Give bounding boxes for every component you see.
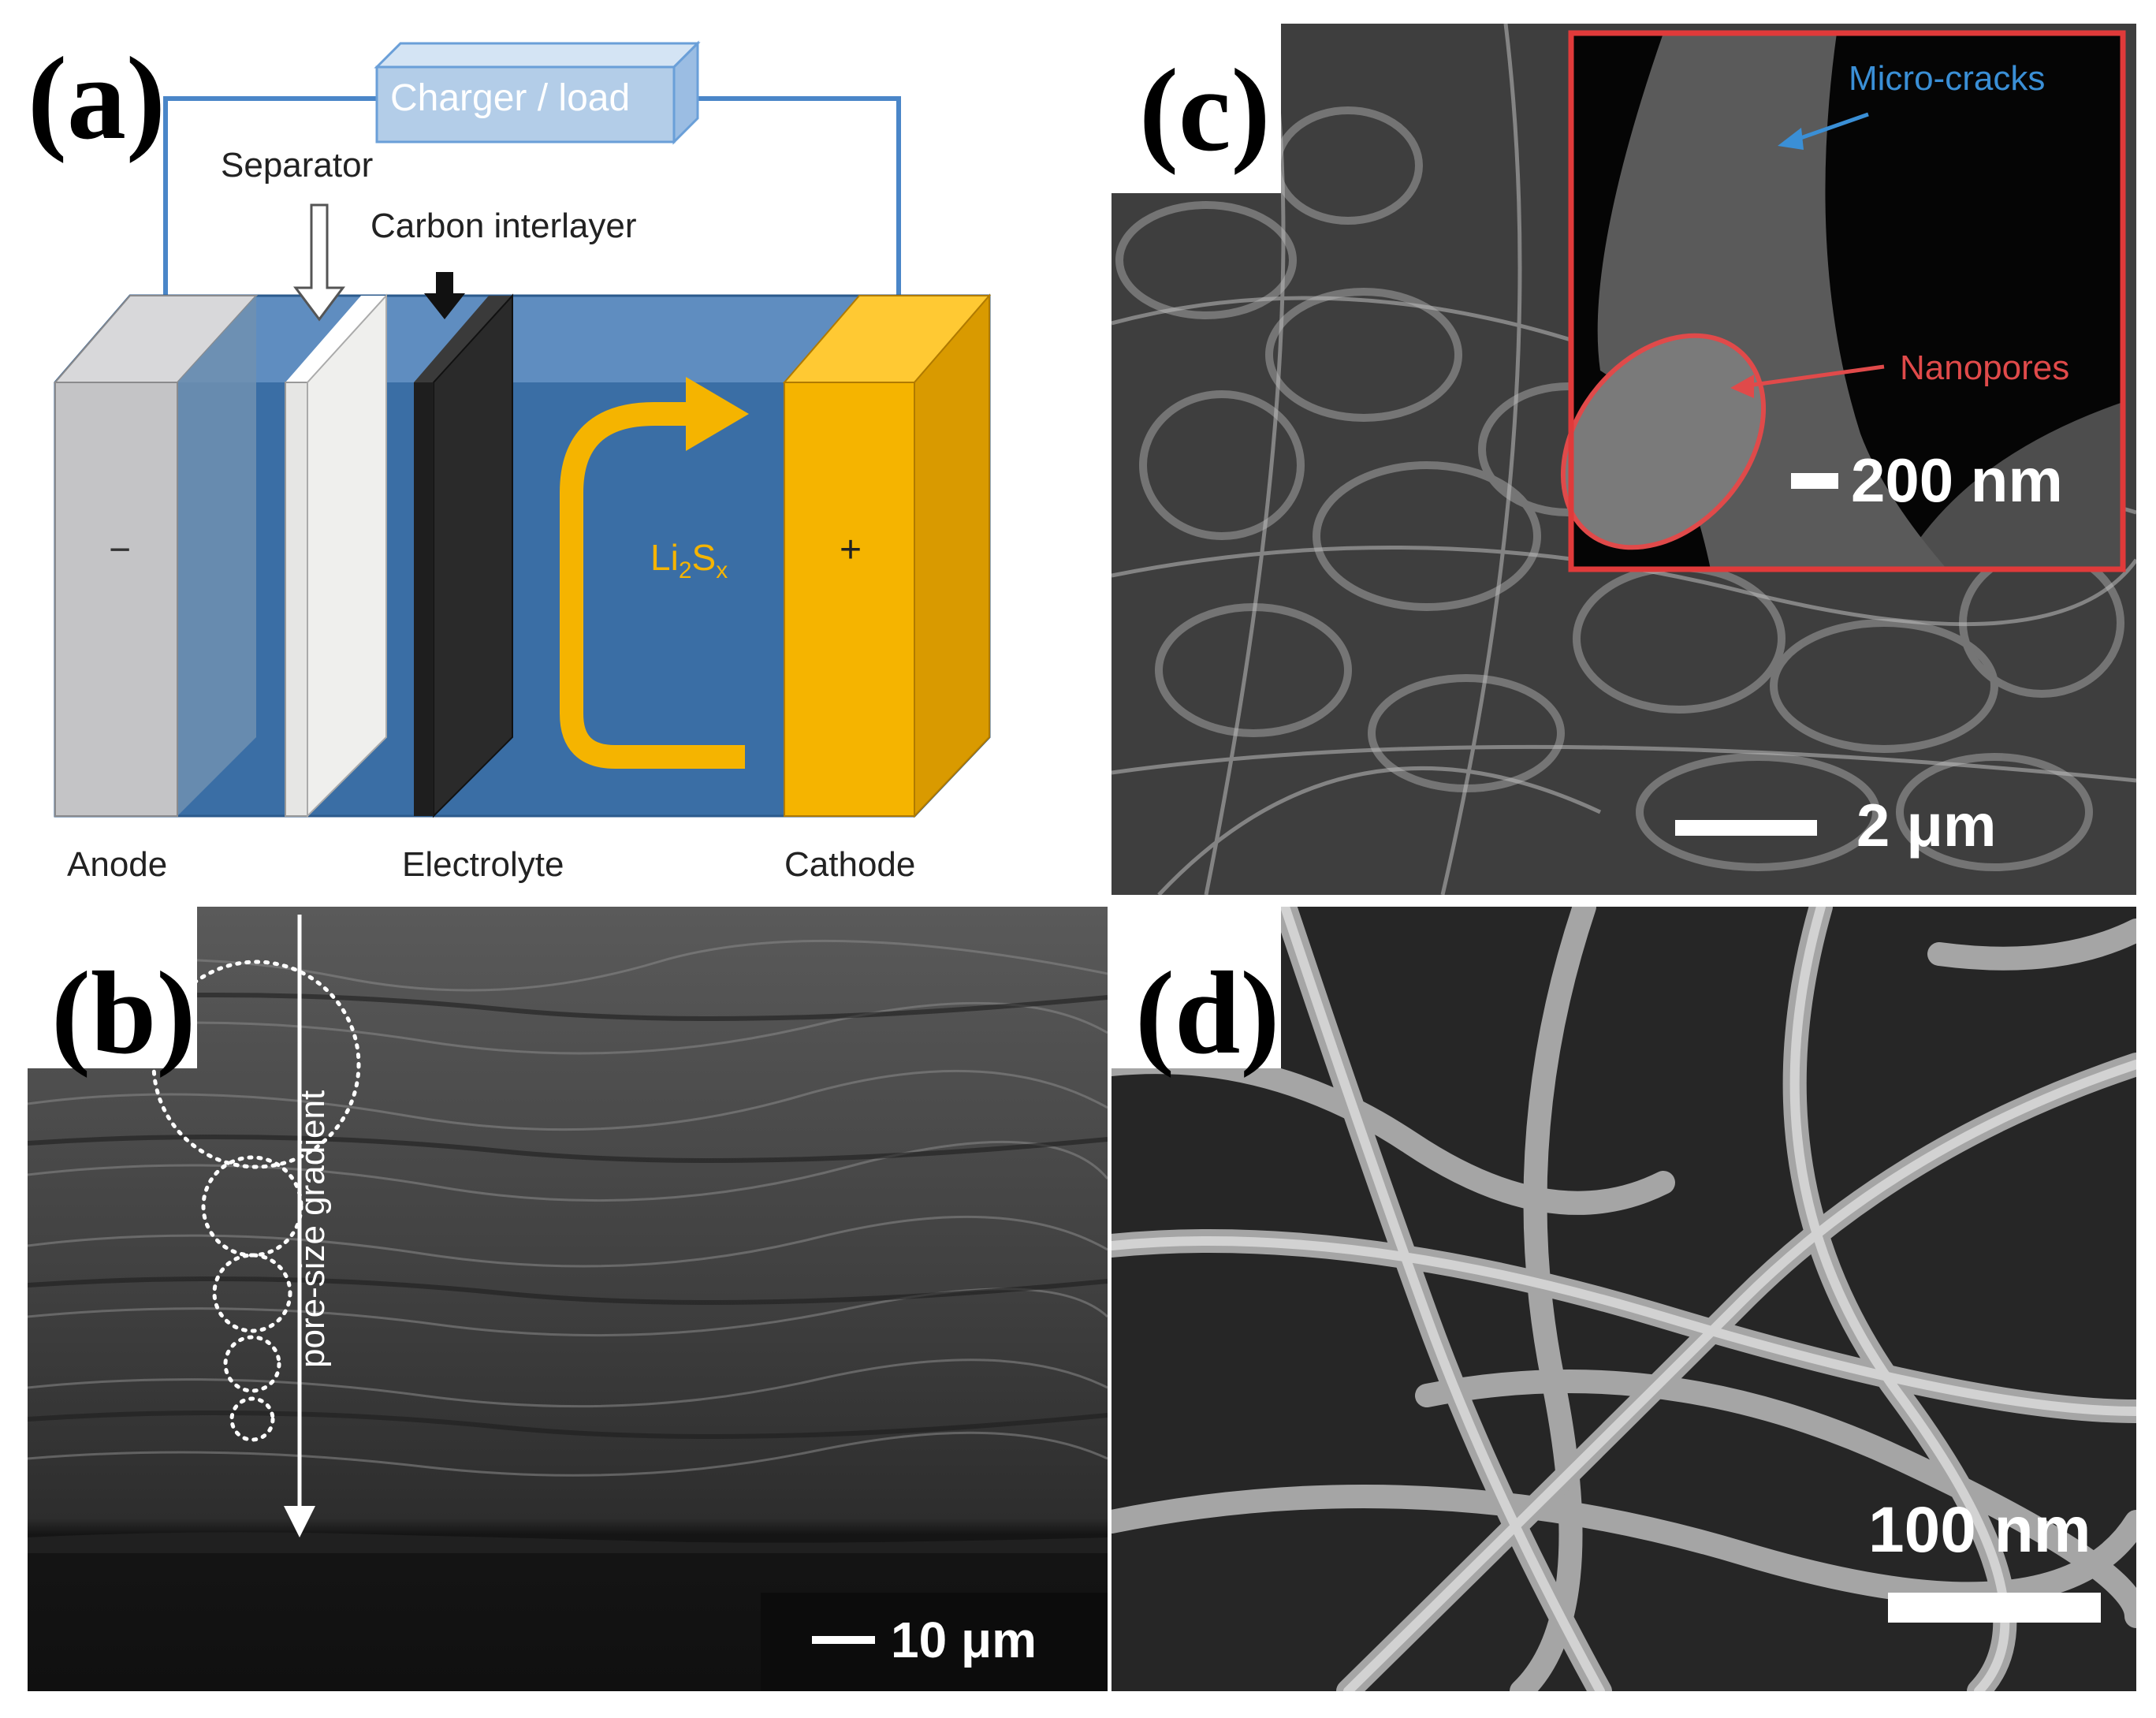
panel-letter-c-bg	[1112, 24, 1281, 193]
charger-box-top	[374, 42, 701, 69]
separator-label: Separator	[221, 146, 374, 184]
species-sub1: 2	[678, 557, 692, 584]
species-label: Li2Sx	[650, 536, 728, 584]
anode-front	[54, 382, 178, 817]
micro-crack-arrow	[1789, 112, 1869, 144]
panel-letter-a: (a)	[28, 33, 166, 164]
separator-arrow	[293, 203, 345, 322]
wire-left	[163, 96, 377, 327]
sem-b-texture	[28, 907, 1108, 1691]
cathode-sign: +	[840, 529, 862, 571]
scalebar-line-d	[1888, 1593, 2101, 1623]
inset-pore-ellipse	[1560, 333, 1767, 550]
interlayer-sheet	[433, 293, 513, 818]
anode-side	[177, 296, 256, 816]
pore-circle-4	[223, 1335, 281, 1393]
panel-letter-d-bg	[1112, 907, 1281, 1068]
interlayer-arrow	[424, 272, 465, 319]
interlayer-top	[414, 296, 512, 382]
inset-scalebar-line	[1791, 473, 1838, 489]
species-sub2: x	[716, 557, 728, 584]
scale-label-d: 100 nm	[1868, 1494, 2091, 1566]
scalebar-line-c	[1675, 820, 1817, 836]
membrane-bottom-edge	[28, 1532, 1108, 1553]
sem-d-texture	[1112, 907, 2136, 1691]
inset-scale-label: 200 nm	[1851, 445, 2063, 515]
inset-border	[1568, 30, 2126, 572]
sem-image-c: Micro-cracks Nanopores 200 nm 2 μm	[1112, 24, 2136, 895]
panel-letter-c: (c)	[1139, 45, 1271, 176]
scale-label-b: 10 μm	[891, 1612, 1037, 1668]
sem-image-d: 100 nm	[1112, 907, 2136, 1691]
charger-box-front	[375, 65, 676, 143]
panel-letter-d: (d)	[1135, 948, 1280, 1079]
sem-image-b: pore-size gradient 10 μm	[28, 907, 1108, 1691]
cathode-front	[784, 382, 915, 817]
nanopore-arrow	[1741, 364, 1885, 389]
scale-label-c: 2 μm	[1856, 792, 1997, 859]
inset-pore-label: Nanopores	[1900, 348, 2070, 387]
panel-a: (a)	[0, 0, 1096, 899]
species-li: Li	[650, 537, 679, 578]
electrolyte-top	[55, 296, 989, 382]
inset-crack-label: Micro-cracks	[1849, 59, 2046, 98]
shuttle-arrow-head	[686, 377, 749, 451]
pore-circle-3	[212, 1253, 292, 1333]
battery-schematic	[53, 40, 992, 818]
separator-front	[285, 382, 308, 817]
separator-sheet	[307, 293, 387, 818]
anode-sign: −	[109, 529, 132, 571]
cathode-side	[914, 293, 990, 818]
scalebar-line-b	[812, 1636, 875, 1644]
pore-circle-5	[229, 1396, 275, 1442]
panel-letter-b: (b)	[51, 948, 196, 1079]
panel-letter-b-bg	[28, 907, 197, 1068]
anode-label: Anode	[67, 845, 168, 884]
electrolyte-label: Electrolyte	[402, 845, 564, 884]
species-s: S	[691, 537, 717, 578]
sem-c-texture	[1112, 24, 2136, 895]
interlayer-label: Carbon interlayer	[371, 207, 637, 245]
cathode-label: Cathode	[784, 845, 916, 884]
shuttle-arrow-body	[560, 402, 745, 769]
separator-top	[285, 296, 386, 382]
interlayer-front	[414, 382, 434, 816]
gradient-arrow-head	[284, 1506, 315, 1537]
inset-fiber-branch	[1900, 402, 2123, 569]
charger-label: Charger / load	[390, 77, 631, 119]
gradient-label: pore-size gradient	[293, 1090, 332, 1368]
wire-right	[686, 96, 901, 327]
